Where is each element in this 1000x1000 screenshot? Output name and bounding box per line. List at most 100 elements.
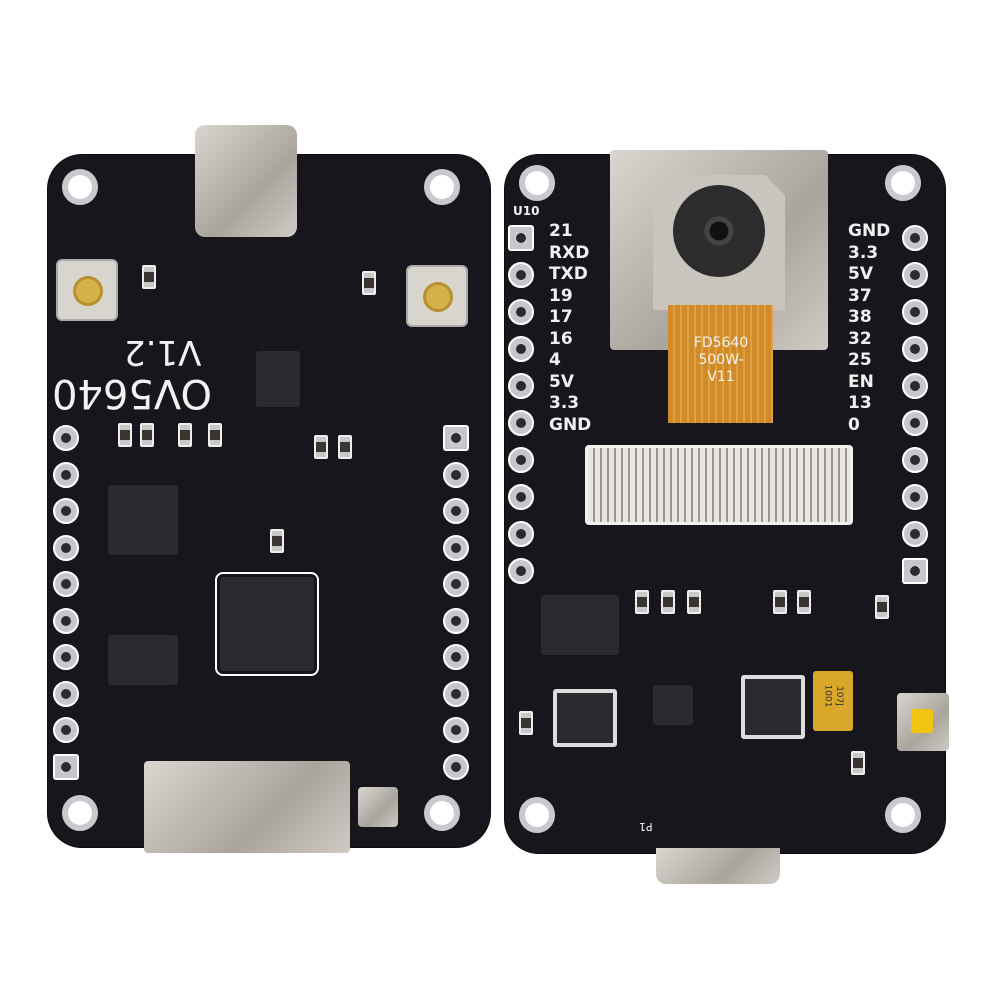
header-pin (902, 299, 928, 325)
version-label: V1.2 (124, 332, 202, 372)
smd-component (338, 435, 352, 459)
left-pin-labels: 21 RXD TXD 19 17 16 4 5V 3.3 GND (549, 221, 591, 436)
smd-component (362, 271, 376, 295)
pin-label: 0 (848, 414, 860, 435)
smd-component (178, 423, 192, 447)
header-pin (443, 571, 469, 597)
pin-label: 13 (848, 393, 872, 413)
pin-label: 37 (848, 285, 872, 306)
header-pin (508, 373, 534, 399)
header-pin (902, 447, 928, 473)
inductor (553, 689, 617, 747)
flash-chip (108, 485, 178, 555)
transistor (653, 685, 693, 725)
camera-module (653, 175, 785, 310)
header-pin (443, 607, 469, 634)
pin-label: 3.3 (549, 393, 580, 413)
right-pcb-board: U10 21 RXD TXD 19 17 16 4 5V 3.3 GND GND… (505, 150, 949, 853)
header-pin (508, 447, 534, 473)
pin-label: 16 (549, 328, 573, 349)
header-pin (443, 753, 469, 780)
regulator-chip (541, 595, 619, 655)
smd-component (773, 590, 787, 614)
pin-label: 38 (848, 307, 872, 327)
header-pin (53, 425, 79, 451)
designator-p1: P1 (639, 820, 653, 833)
antenna-shield (144, 761, 350, 853)
header-pin (508, 484, 534, 510)
header-pin (508, 558, 534, 584)
header-pin (443, 680, 469, 707)
fpc-connector (585, 445, 853, 525)
smd-component (635, 590, 649, 614)
smd-component (118, 423, 132, 447)
pin-label: 5V (848, 264, 873, 284)
header-pin (53, 680, 79, 707)
camera-lens (673, 185, 765, 277)
header-pin (53, 717, 79, 743)
mount-hole (519, 165, 555, 201)
flex-label-line: V11 (707, 369, 735, 385)
reset-button[interactable] (897, 693, 949, 751)
smd-component (687, 590, 701, 614)
header-pin (443, 534, 469, 561)
smd-component (270, 529, 284, 553)
header-pin (443, 717, 469, 743)
pin-label: 3.3 (848, 242, 879, 263)
header-pin (53, 753, 79, 780)
smd-component (142, 265, 156, 289)
mount-hole (62, 169, 98, 205)
pin-label: 19 (549, 285, 573, 306)
usb-c-port[interactable] (656, 848, 780, 884)
tantalum-capacitor: 107J 1001 (813, 671, 853, 731)
flex-label-line: 500W- (698, 352, 744, 368)
pin-label: 21 (549, 221, 573, 241)
header-pin (508, 521, 534, 547)
inductor (741, 675, 805, 739)
header-pin (902, 336, 928, 362)
esp32-chip (215, 572, 319, 676)
smd-component (851, 751, 865, 775)
right-pin-labels: GND 3.3 5V 37 38 32 25 EN 13 0 (848, 221, 890, 436)
header-pin (508, 299, 534, 325)
header-pin (53, 571, 79, 597)
camera-flex-cable: FD5640 500W- V11 (668, 305, 773, 423)
ipex-antenna-connector (358, 787, 398, 827)
pin-label: RXD (549, 242, 590, 263)
header-pin (902, 373, 928, 399)
header-pin (902, 410, 928, 436)
smd-component (140, 423, 154, 447)
header-pin (53, 607, 79, 634)
smd-component (875, 595, 889, 619)
pin-label: 5V (549, 371, 574, 392)
usb-c-port[interactable] (195, 125, 297, 237)
header-pin (902, 558, 928, 584)
header-pin (53, 644, 79, 670)
boot-button[interactable] (406, 265, 468, 327)
pin-label: GND (848, 221, 891, 241)
header-pin (53, 534, 79, 561)
model-label: OV5640 (52, 370, 212, 416)
capacitor-marking: 1001 (822, 684, 833, 708)
header-pin (902, 521, 928, 547)
header-pin (443, 461, 469, 488)
pin-label: 17 (549, 307, 573, 327)
smd-component (208, 423, 222, 447)
header-pin (443, 644, 469, 670)
mount-hole (519, 797, 555, 833)
mount-hole (62, 795, 98, 831)
header-pin (508, 262, 534, 288)
smd-component (314, 435, 328, 459)
left-pcb-board: OV5640 V1.2 (48, 155, 490, 853)
reset-button[interactable] (56, 259, 118, 321)
header-pin (508, 336, 534, 362)
pin-label: GND (549, 414, 592, 435)
flex-label: FD5640 500W- V11 (686, 335, 756, 386)
smd-component (519, 711, 533, 735)
flex-label-line: FD5640 (693, 335, 749, 351)
header-pin (443, 425, 469, 451)
header-pin (902, 262, 928, 288)
mount-hole (885, 165, 921, 201)
header-pin (508, 225, 534, 251)
psram-chip (108, 635, 178, 685)
